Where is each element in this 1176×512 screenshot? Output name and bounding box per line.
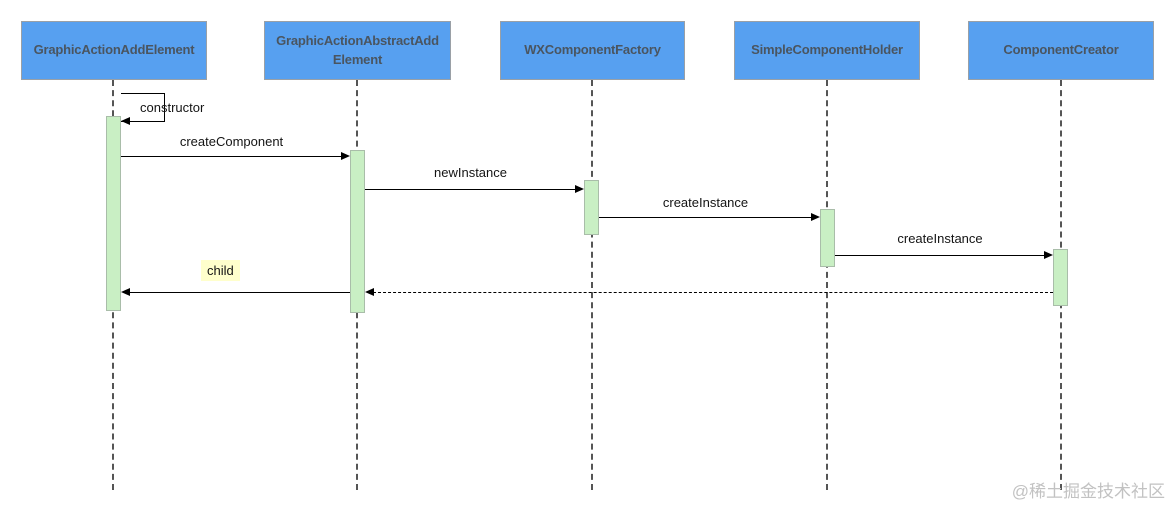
message-label: createInstance <box>662 195 749 210</box>
lifeline-wx-component-factory <box>591 80 593 490</box>
message-label-highlighted: child <box>201 260 240 281</box>
message-label: newInstance <box>434 165 507 180</box>
arrowhead-right-icon <box>341 152 350 160</box>
arrowhead-right-icon <box>1044 251 1053 259</box>
participant-component-creator: ComponentCreator <box>968 21 1154 80</box>
arrowhead-left-icon <box>121 288 130 296</box>
message-line-dashed <box>373 292 1053 293</box>
participant-wx-component-factory: WXComponentFactory <box>500 21 685 80</box>
arrowhead-right-icon <box>811 213 820 221</box>
participant-simple-component-holder: SimpleComponentHolder <box>734 21 920 80</box>
message-line <box>835 255 1045 256</box>
participant-label: GraphicActionAddElement <box>33 42 195 58</box>
message-line <box>129 292 350 293</box>
message-label: constructor <box>140 100 205 115</box>
activation-bar-graphic-action-abstract-add-element <box>350 150 365 313</box>
arrowhead-left-icon <box>365 288 374 296</box>
activation-bar-component-creator <box>1053 249 1068 306</box>
arrowhead-left-icon <box>121 117 130 125</box>
activation-bar-wx-component-factory <box>584 180 599 235</box>
participant-graphic-action-abstract-add-element: GraphicActionAbstractAddElement <box>264 21 451 80</box>
message-line <box>121 156 342 157</box>
participant-graphic-action-add-element: GraphicActionAddElement <box>21 21 207 80</box>
lifeline-simple-component-holder <box>826 80 828 490</box>
arrowhead-right-icon <box>575 185 584 193</box>
message-label: createComponent <box>179 134 284 149</box>
participant-label: SimpleComponentHolder <box>751 42 903 58</box>
message-line <box>365 189 576 190</box>
activation-bar-simple-component-holder <box>820 209 835 267</box>
message-line <box>599 217 812 218</box>
self-call-loop <box>121 93 165 122</box>
message-label: createInstance <box>897 231 983 246</box>
watermark: @稀土掘金技术社区 <box>1011 482 1165 501</box>
participant-label: GraphicActionAbstractAddElement <box>276 33 439 67</box>
participant-label: ComponentCreator <box>1003 42 1119 58</box>
activation-bar-graphic-action-add-element <box>106 116 121 311</box>
participant-label: WXComponentFactory <box>524 42 661 58</box>
